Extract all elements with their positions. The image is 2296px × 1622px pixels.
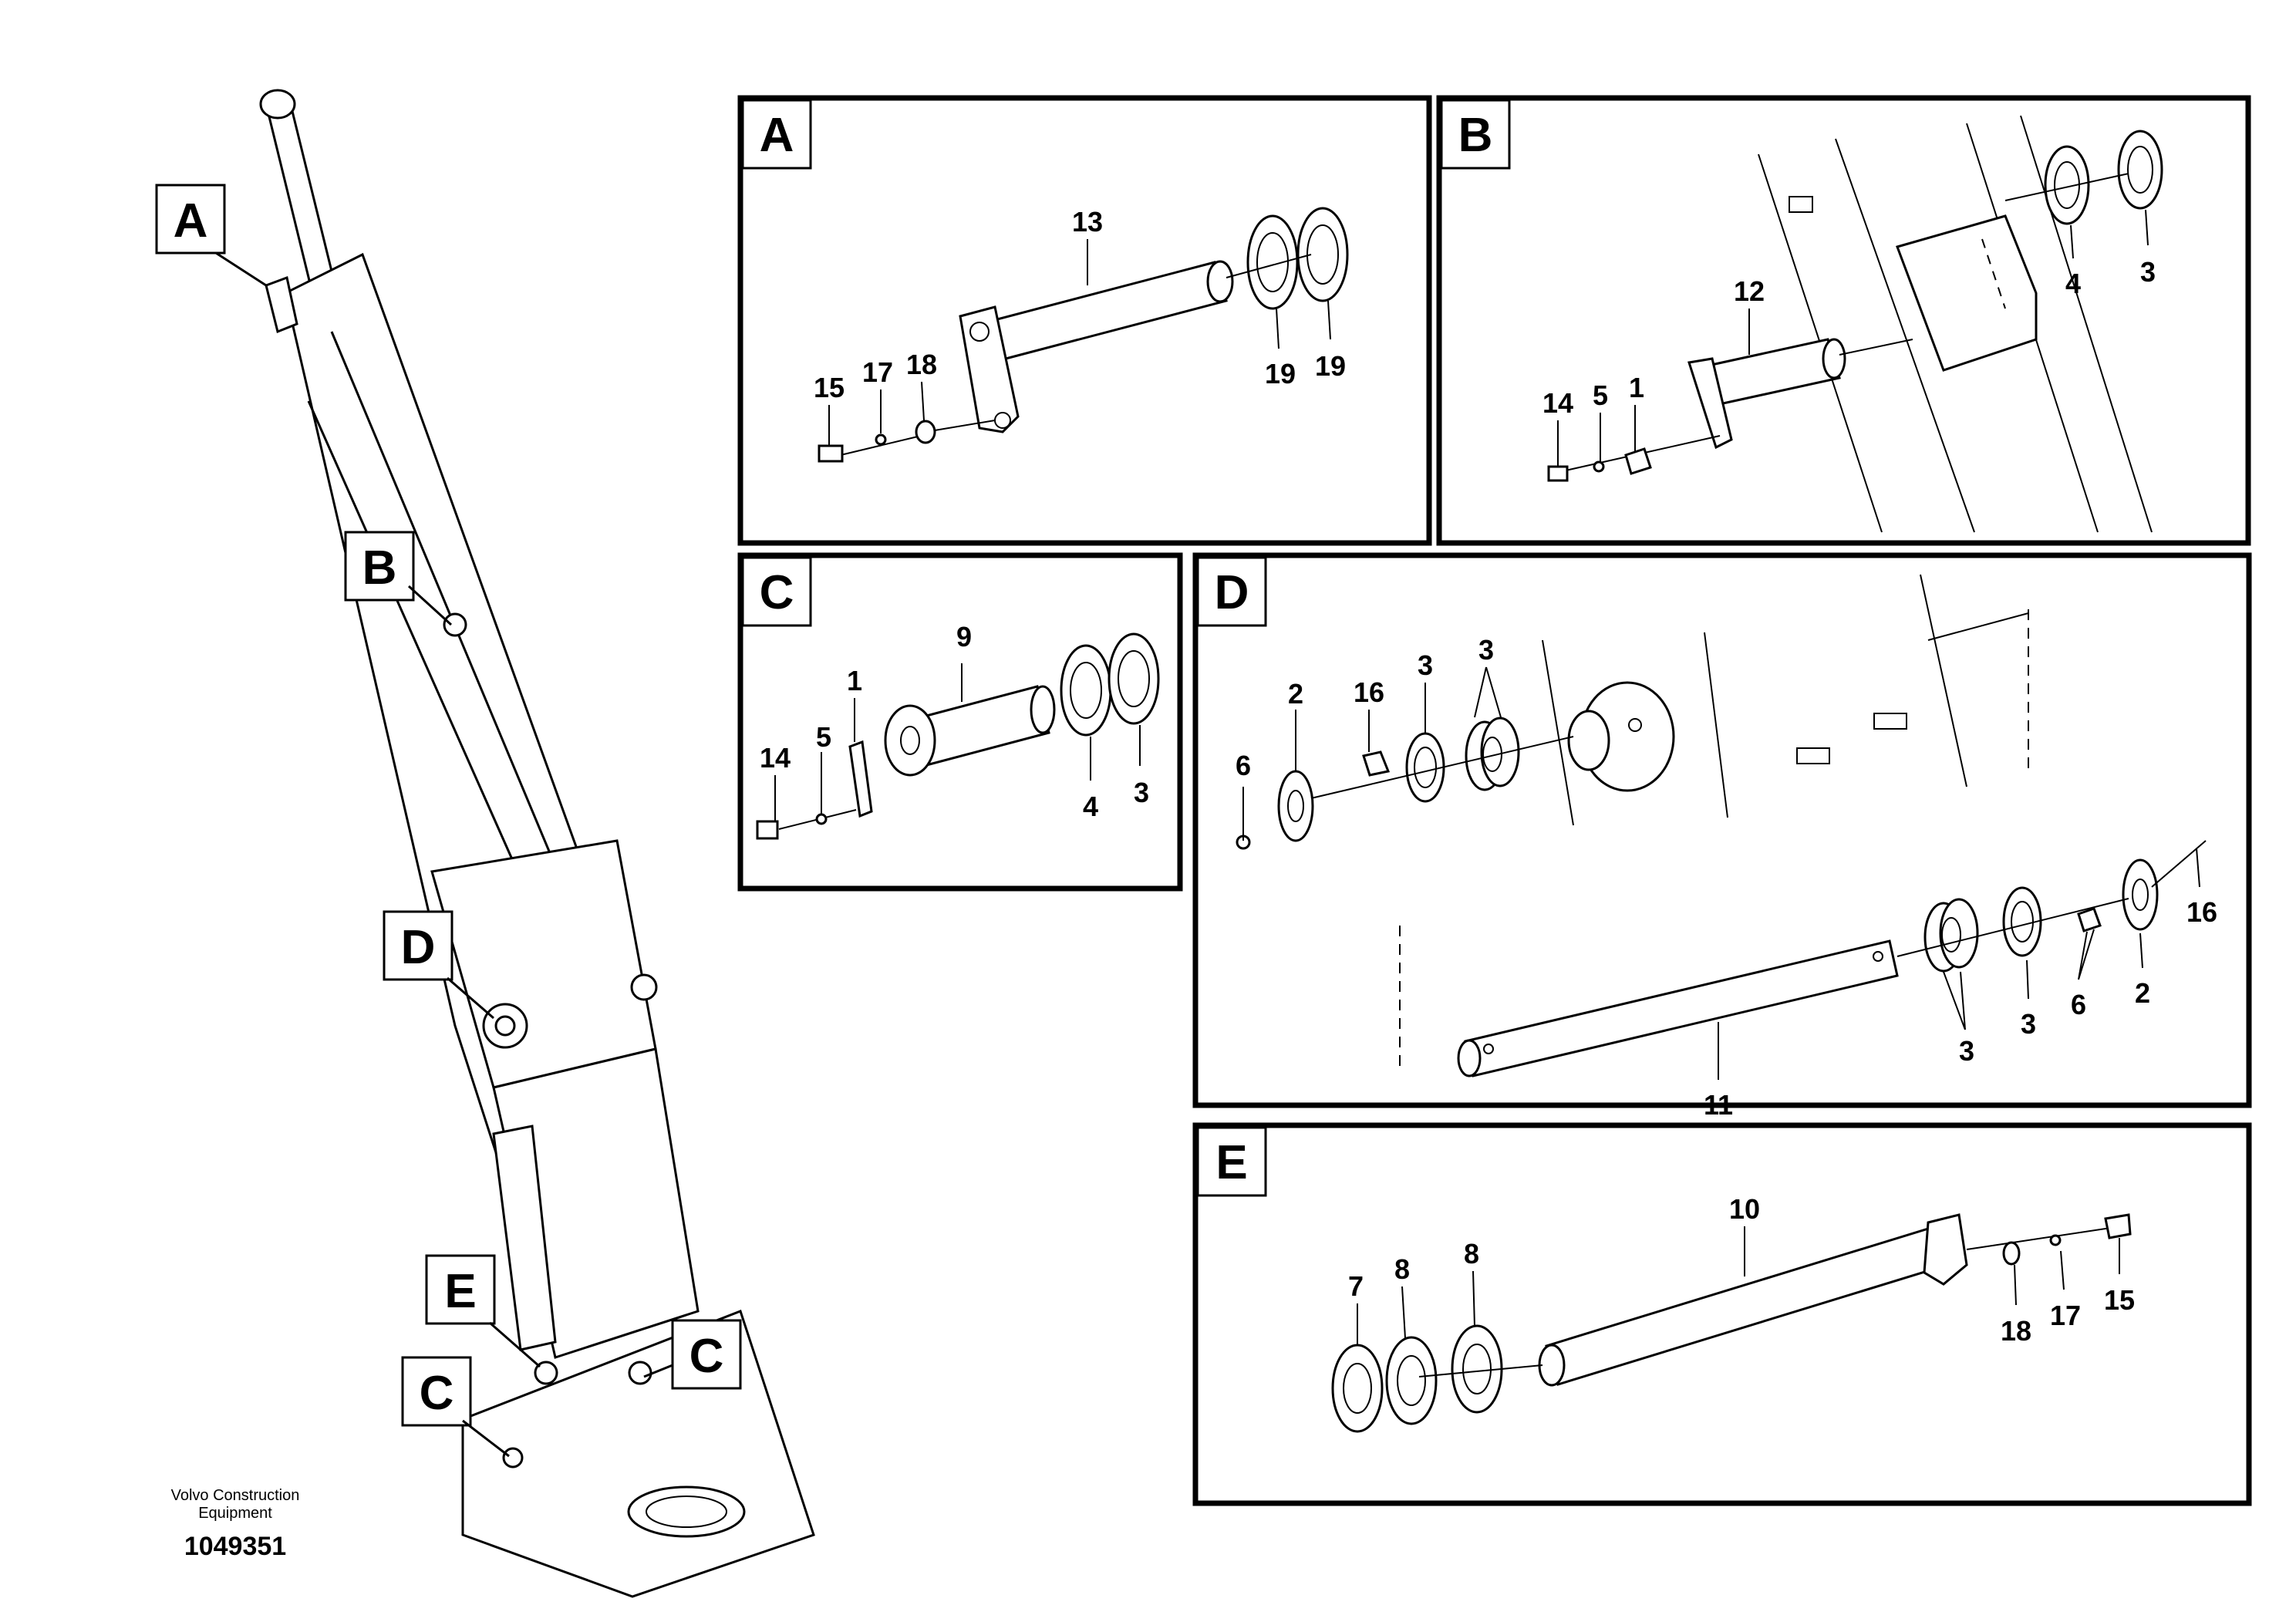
- part-number: 16: [2186, 896, 2217, 928]
- overview-callout-d: D: [383, 910, 494, 1020]
- panel-b: B 12 14 5 1 4 3: [1436, 95, 2251, 546]
- part-number: 3: [1959, 1035, 1974, 1067]
- part-number: 2: [2135, 977, 2150, 1009]
- part-number: 15: [2104, 1284, 2135, 1316]
- part-number: 4: [2065, 268, 2081, 299]
- part-number: 6: [2071, 989, 2086, 1020]
- panel-e-label: E: [1215, 1136, 1247, 1189]
- part-number: 3: [1134, 777, 1149, 808]
- brand-credit: Volvo Construction Equipment: [131, 1487, 339, 1523]
- part-number: 9: [956, 621, 972, 653]
- part-number: 3: [1418, 649, 1433, 681]
- part-number: 19: [1315, 350, 1346, 382]
- part-number: 18: [2001, 1315, 2031, 1347]
- overview-callout-b: B: [344, 531, 453, 626]
- part-number: 3: [2021, 1008, 2036, 1040]
- brand-line-1: Volvo Construction: [170, 1487, 300, 1504]
- part-number: 19: [1265, 358, 1296, 389]
- overview-callout-e: E: [425, 1254, 541, 1368]
- overview-callout-c-right: C: [643, 1319, 742, 1390]
- part-number: 15: [814, 372, 845, 403]
- part-number: 8: [1464, 1238, 1479, 1270]
- part-number: 17: [862, 356, 893, 388]
- overview-callout-label: C: [689, 1330, 724, 1383]
- panel-e: E 10 7 8 8 18 17 15: [1192, 1122, 2252, 1506]
- part-number: 12: [1734, 275, 1765, 307]
- panel-d-label: D: [1215, 566, 1249, 619]
- part-number: 17: [2050, 1300, 2081, 1331]
- part-number: 1: [1629, 372, 1644, 403]
- panel-c-label: C: [760, 566, 794, 619]
- part-number: 11: [1704, 1089, 1733, 1121]
- document-number: 1049351: [184, 1532, 287, 1561]
- part-number: 16: [1354, 676, 1384, 708]
- part-number: 3: [2140, 256, 2156, 288]
- part-number: 8: [1394, 1253, 1410, 1285]
- part-number: 6: [1236, 750, 1251, 781]
- panel-c: C 9 1 14 5 4 3: [737, 552, 1183, 892]
- part-number: 2: [1288, 678, 1303, 710]
- brand-line-2: Equipment: [198, 1505, 272, 1522]
- part-number: 18: [906, 349, 937, 380]
- part-number: 1: [847, 665, 862, 696]
- part-number: 5: [816, 721, 831, 753]
- overview-callout-label: C: [420, 1367, 454, 1420]
- overview-callout-c-left: C: [401, 1356, 510, 1458]
- part-number: 4: [1083, 791, 1098, 822]
- part-number: 10: [1729, 1193, 1760, 1225]
- panel-a-label: A: [760, 109, 794, 162]
- overview-callout-label: D: [401, 921, 436, 974]
- part-number: 14: [1542, 387, 1573, 419]
- part-number: 3: [1478, 634, 1494, 666]
- part-number: 14: [760, 742, 791, 774]
- overview-callout-a: A: [155, 184, 267, 287]
- part-number: 13: [1072, 206, 1103, 238]
- overview-callout-label: E: [444, 1265, 476, 1318]
- panel-d: D: [1192, 552, 2252, 1121]
- overview-callout-label: B: [362, 541, 397, 595]
- panel-a: A 13 15 17 18 19 19: [737, 95, 1432, 546]
- panel-b-label: B: [1458, 109, 1493, 162]
- overview-callout-label: A: [174, 194, 208, 248]
- part-number: 5: [1593, 379, 1608, 411]
- part-number: 7: [1348, 1270, 1364, 1302]
